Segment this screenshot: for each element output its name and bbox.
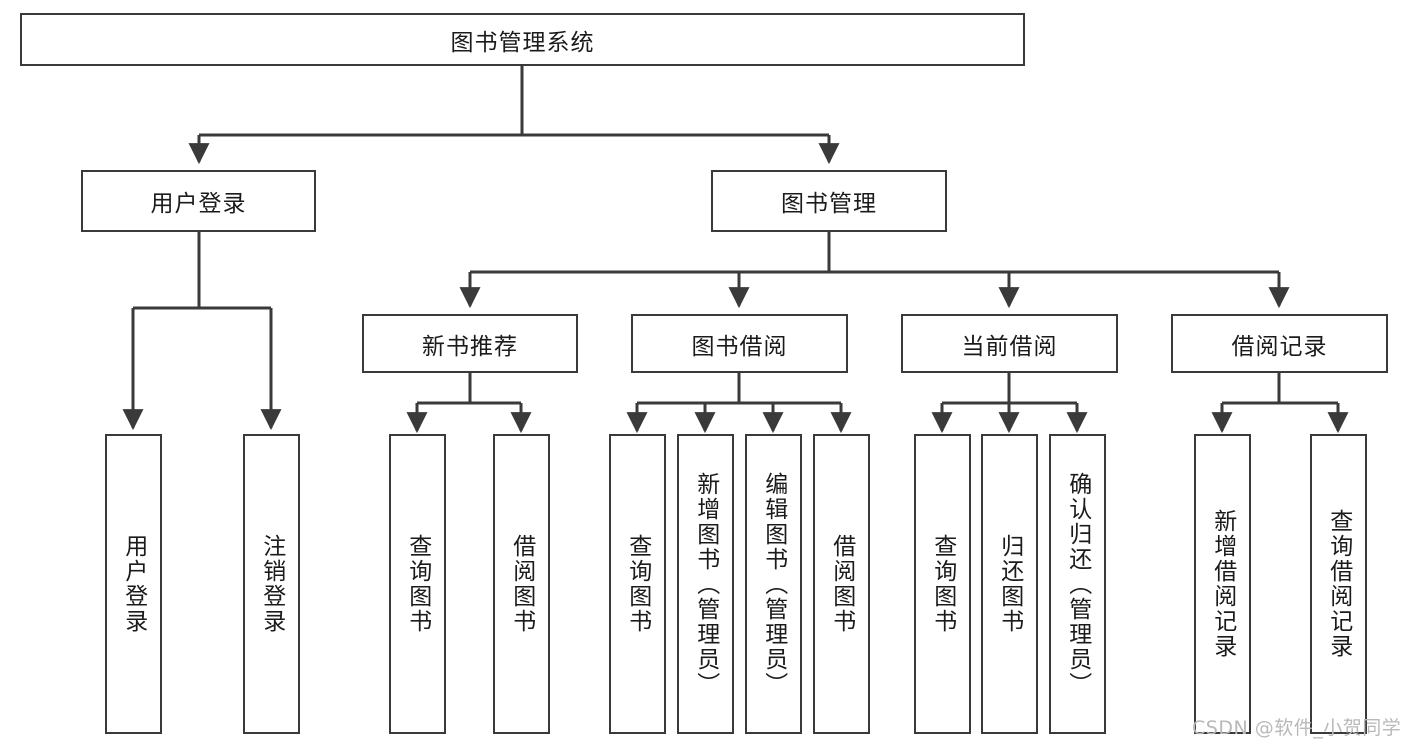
node-label: 借阅图书 xyxy=(508,534,535,634)
node-leaf-query-borrow-record[interactable]: 查询借阅记录 xyxy=(1310,434,1367,734)
node-leaf-user-login[interactable]: 用户登录 xyxy=(105,434,162,734)
node-leaf-borrow-book[interactable]: 借阅图书 xyxy=(813,434,870,734)
node-label: 借阅图书 xyxy=(828,534,855,634)
node-leaf-query-book-newbook[interactable]: 查询图书 xyxy=(389,434,446,734)
node-leaf-edit-book-admin[interactable]: 编辑图书（管理员） xyxy=(745,434,802,734)
node-leaf-query-book-borrow[interactable]: 查询图书 xyxy=(609,434,666,734)
node-current-borrow[interactable]: 当前借阅 xyxy=(901,314,1118,373)
node-label: 新增图书（管理员） xyxy=(692,471,719,697)
node-root[interactable]: 图书管理系统 xyxy=(20,13,1025,66)
node-label: 图书管理系统 xyxy=(450,29,595,56)
node-leaf-query-book-current[interactable]: 查询图书 xyxy=(914,434,971,734)
node-borrow-records[interactable]: 借阅记录 xyxy=(1171,314,1388,373)
node-label: 查询图书 xyxy=(404,534,431,634)
node-label: 当前借阅 xyxy=(961,333,1058,360)
node-leaf-borrow-book-newbook[interactable]: 借阅图书 xyxy=(493,434,550,734)
node-label: 新增借阅记录 xyxy=(1209,509,1236,659)
node-label: 新书推荐 xyxy=(422,333,518,360)
node-label: 注销登录 xyxy=(258,534,285,634)
node-label: 图书借阅 xyxy=(691,333,788,360)
node-leaf-confirm-return-admin[interactable]: 确认归还（管理员） xyxy=(1049,434,1106,734)
node-label: 确认归还（管理员） xyxy=(1064,471,1091,697)
node-leaf-logout[interactable]: 注销登录 xyxy=(243,434,300,734)
watermark-text: CSDN @软件_小贺同学 xyxy=(1192,717,1402,739)
node-new-book-recommend[interactable]: 新书推荐 xyxy=(362,314,578,373)
node-label: 编辑图书（管理员） xyxy=(760,471,787,697)
node-label: 查询图书 xyxy=(624,534,651,634)
node-book-management[interactable]: 图书管理 xyxy=(711,170,947,232)
node-label: 用户登录 xyxy=(120,534,147,634)
node-label: 用户登录 xyxy=(150,191,247,217)
node-label: 查询图书 xyxy=(929,534,956,634)
node-label: 查询借阅记录 xyxy=(1325,509,1352,659)
node-book-borrow[interactable]: 图书借阅 xyxy=(631,314,848,373)
node-leaf-add-book-admin[interactable]: 新增图书（管理员） xyxy=(677,434,734,734)
node-label: 归还图书 xyxy=(996,534,1023,634)
node-leaf-return-book[interactable]: 归还图书 xyxy=(981,434,1038,734)
node-label: 借阅记录 xyxy=(1231,333,1328,360)
node-leaf-add-borrow-record[interactable]: 新增借阅记录 xyxy=(1194,434,1251,734)
node-label: 图书管理 xyxy=(781,191,877,217)
node-user-login[interactable]: 用户登录 xyxy=(81,170,316,232)
